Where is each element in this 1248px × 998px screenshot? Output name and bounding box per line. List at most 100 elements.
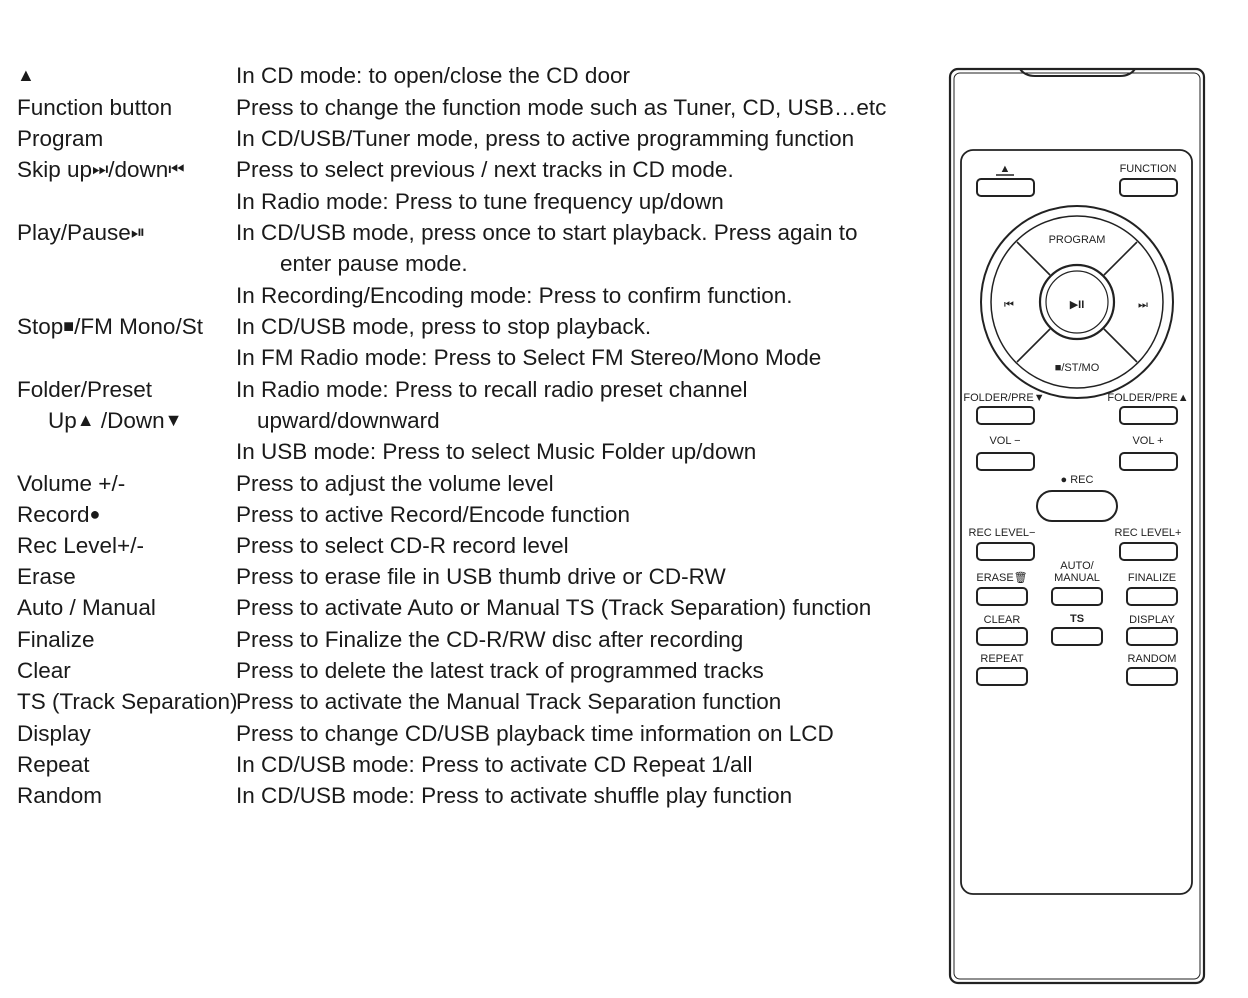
label-text: Display xyxy=(17,721,91,746)
function-description: Press to change the function mode such a… xyxy=(236,95,887,120)
function-label: Record● xyxy=(17,499,100,530)
rec-button[interactable] xyxy=(1036,490,1118,522)
display-button[interactable] xyxy=(1126,627,1178,646)
function-label: Clear xyxy=(17,655,71,686)
rec-level-minus-button[interactable] xyxy=(976,542,1035,561)
function-description: In CD/USB mode: Press to activate CD Rep… xyxy=(236,752,753,777)
svg-text:● REC: ● REC xyxy=(1061,474,1094,486)
svg-text:RANDOM: RANDOM xyxy=(1128,653,1177,665)
repeat-button[interactable] xyxy=(976,667,1028,686)
label-text: Erase xyxy=(17,564,76,589)
function-label: Up▲ /Down▼ xyxy=(48,405,182,436)
stop-button[interactable]: ■/ST/MO xyxy=(1055,362,1100,374)
function-label: Random xyxy=(17,780,102,811)
finalize-button[interactable] xyxy=(1126,587,1178,606)
label-text: Program xyxy=(17,126,104,151)
function-description: In Radio mode: Press to tune frequency u… xyxy=(236,189,724,214)
label-text: Random xyxy=(17,783,103,808)
label-text: Record xyxy=(17,502,90,527)
vol-minus-button[interactable] xyxy=(976,452,1035,471)
folder-pre-down-button[interactable] xyxy=(976,406,1035,425)
label-text: TS (Track Separation) xyxy=(17,689,238,714)
svg-text:TS: TS xyxy=(1070,613,1084,625)
remote-body xyxy=(948,67,1206,985)
folder-pre-up-button[interactable] xyxy=(1119,406,1178,425)
button-symbol-icon: ▼ xyxy=(164,410,183,430)
vol-plus-button[interactable] xyxy=(1119,452,1178,471)
function-description: In USB mode: Press to select Music Folde… xyxy=(236,439,757,464)
nav-ring xyxy=(980,205,1174,399)
function-label: Stop■/FM Mono/St xyxy=(17,311,203,342)
clear-button[interactable] xyxy=(976,627,1028,646)
function-description: Press to adjust the volume level xyxy=(236,471,554,496)
label-text: Volume +/- xyxy=(17,471,126,496)
function-label: TS (Track Separation) xyxy=(17,686,238,717)
function-label: Play/Pause⏯ xyxy=(17,217,145,248)
function-description: In Recording/Encoding mode: Press to con… xyxy=(236,283,793,308)
eject-button[interactable] xyxy=(976,178,1035,197)
next-button[interactable]: ⏭ xyxy=(1138,299,1148,311)
button-symbol-icon: ■ xyxy=(63,316,75,336)
label-text: Skip up xyxy=(17,157,93,182)
function-description: upward/downward xyxy=(257,408,440,433)
svg-text:REC LEVEL+: REC LEVEL+ xyxy=(1115,527,1182,539)
label-text: Finalize xyxy=(17,627,95,652)
svg-text:FINALIZE: FINALIZE xyxy=(1128,572,1176,584)
function-description: In CD/USB mode, press once to start play… xyxy=(236,220,858,245)
svg-text:REC LEVEL−: REC LEVEL− xyxy=(969,527,1036,539)
svg-text:DISPLAY: DISPLAY xyxy=(1129,614,1175,626)
button-symbol-icon: ▲ xyxy=(17,65,35,85)
play-pause-button[interactable] xyxy=(1038,263,1116,341)
svg-text:CLEAR: CLEAR xyxy=(984,614,1021,626)
svg-text:FOLDER/PRE▲: FOLDER/PRE▲ xyxy=(1107,392,1188,404)
label-text: Folder/Preset xyxy=(17,377,153,402)
svg-text:VOL +: VOL + xyxy=(1132,435,1163,447)
function-description: Press to change CD/USB playback time inf… xyxy=(236,721,834,746)
svg-text:FOLDER/PRE▼: FOLDER/PRE▼ xyxy=(963,392,1044,404)
button-symbol-icon: ⏯ xyxy=(130,222,146,242)
label-text: Function button xyxy=(17,95,173,120)
svg-text:VOL −: VOL − xyxy=(989,435,1020,447)
function-description: In CD/USB mode, press to stop playback. xyxy=(236,314,652,339)
function-description: Press to active Record/Encode function xyxy=(236,502,630,527)
button-symbol-icon: ● xyxy=(89,504,101,524)
program-button[interactable]: PROGRAM xyxy=(1049,234,1106,246)
function-description: Press to select previous / next tracks i… xyxy=(236,157,734,182)
function-label: Skip up⏭/down⏮ xyxy=(17,154,185,185)
label-text: Play/Pause xyxy=(17,220,131,245)
random-button[interactable] xyxy=(1126,667,1178,686)
ts-button[interactable] xyxy=(1051,627,1103,646)
remote-control-illustration: ▲ FUNCTION PROGRAM ⏮ ▶II ⏭ ■/ST/MO FOLDE… xyxy=(948,67,1206,985)
function-description: enter pause mode. xyxy=(280,251,468,276)
function-label: Auto / Manual xyxy=(17,592,156,623)
label-suffix: /down xyxy=(108,157,169,182)
function-label: Repeat xyxy=(17,749,90,780)
function-label: Volume +/- xyxy=(17,468,125,499)
function-label: ▲ xyxy=(17,60,35,91)
svg-text:ERASE🗑: ERASE🗑 xyxy=(976,571,1027,584)
label-text: Rec Level+/- xyxy=(17,533,144,558)
svg-text:MANUAL: MANUAL xyxy=(1054,572,1100,584)
svg-text:REPEAT: REPEAT xyxy=(980,653,1023,665)
function-label: Finalize xyxy=(17,624,95,655)
function-label: Rec Level+/- xyxy=(17,530,144,561)
function-label: Function button xyxy=(17,92,172,123)
label-text: Repeat xyxy=(17,752,90,777)
eject-icon: ▲ xyxy=(1000,163,1011,175)
function-label: Program xyxy=(17,123,103,154)
function-label: Display xyxy=(17,718,91,749)
erase-button[interactable] xyxy=(976,587,1028,606)
button-symbol-icon: ⏮ xyxy=(168,159,185,179)
label-suffix: /FM Mono/St xyxy=(74,314,203,339)
function-description: In Radio mode: Press to recall radio pre… xyxy=(236,377,748,402)
function-button[interactable] xyxy=(1119,178,1178,197)
button-panel xyxy=(960,149,1193,895)
function-description: In CD/USB/Tuner mode, press to active pr… xyxy=(236,126,855,151)
prev-button[interactable]: ⏮ xyxy=(1004,299,1014,311)
auto-manual-button[interactable] xyxy=(1051,587,1103,606)
function-description: Press to Finalize the CD-R/RW disc after… xyxy=(236,627,744,652)
function-description: Press to activate Auto or Manual TS (Tra… xyxy=(236,595,872,620)
rec-level-plus-button[interactable] xyxy=(1119,542,1178,561)
label-text: Clear xyxy=(17,658,71,683)
button-symbol-icon: ⏭ xyxy=(92,159,109,179)
